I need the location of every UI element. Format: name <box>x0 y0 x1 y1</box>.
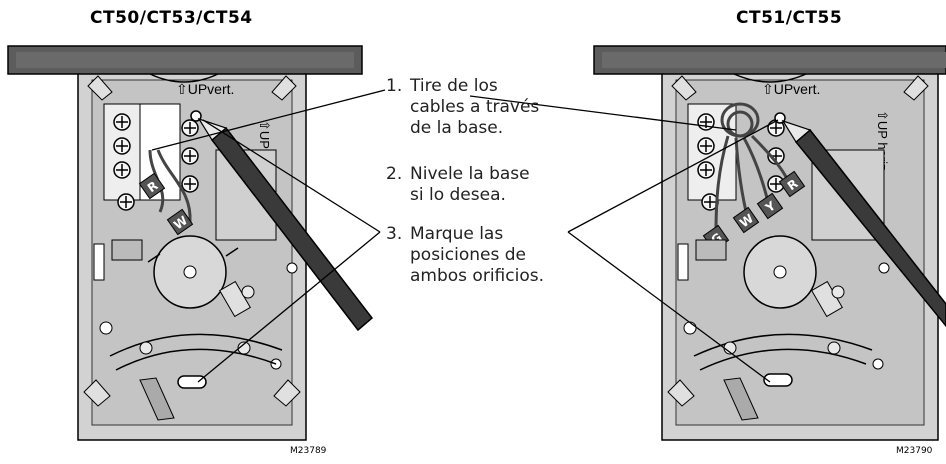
step-number: 2. <box>386 164 403 184</box>
right-mounting-hole-bottom <box>763 373 793 387</box>
wire-tag-w-left: W <box>166 208 194 236</box>
right-base-assembly: ⇧UPvert. ⇧UP horiz <box>593 45 946 441</box>
step-text-line: ambos orificios. <box>410 266 544 286</box>
leader-step3-right-top <box>567 119 779 233</box>
step-text-line: de la base. <box>410 118 504 138</box>
leader-step3-right-bottom <box>567 231 771 383</box>
leader-step3-left-bottom <box>197 231 381 383</box>
step-number: 1. <box>386 76 403 96</box>
figure-code-left: M23789 <box>290 446 327 456</box>
svg-text:W: W <box>737 211 756 230</box>
step-text-line: Nivele la base <box>410 164 530 184</box>
svg-text:W: W <box>171 213 190 232</box>
step-text-line: Marque las <box>410 224 504 244</box>
step-text-line: posiciones de <box>410 245 526 265</box>
leader-step1-right <box>469 95 737 131</box>
step-text-line: Tire de los <box>410 76 498 96</box>
step-number: 3. <box>386 224 403 244</box>
leader-step1-left <box>151 89 386 151</box>
left-mounting-hole-bottom <box>177 375 207 389</box>
wire-tag-w-right: W <box>732 206 760 234</box>
left-base-assembly: ⇧UPvert. ⇧UP horiz <box>7 45 374 441</box>
leader-step3-left-top <box>202 119 381 233</box>
wire-tag-y-right: Y <box>756 192 784 220</box>
callout-leaders <box>151 89 779 383</box>
model-title-right: CT51/CT55 <box>736 8 843 28</box>
right-pencil <box>781 119 946 328</box>
step-text-line: cables a través <box>410 97 540 117</box>
model-title-left: CT50/CT53/CT54 <box>90 8 253 28</box>
figure-code-right: M23790 <box>896 446 933 456</box>
right-up-vert-label: ⇧UPvert. <box>762 81 820 97</box>
left-up-vert-label: ⇧UPvert. <box>176 81 234 97</box>
step-text-line: si lo desea. <box>410 185 506 205</box>
wire-tag-r-right: R <box>778 170 806 198</box>
wire-tag-r-left: R <box>138 172 166 200</box>
